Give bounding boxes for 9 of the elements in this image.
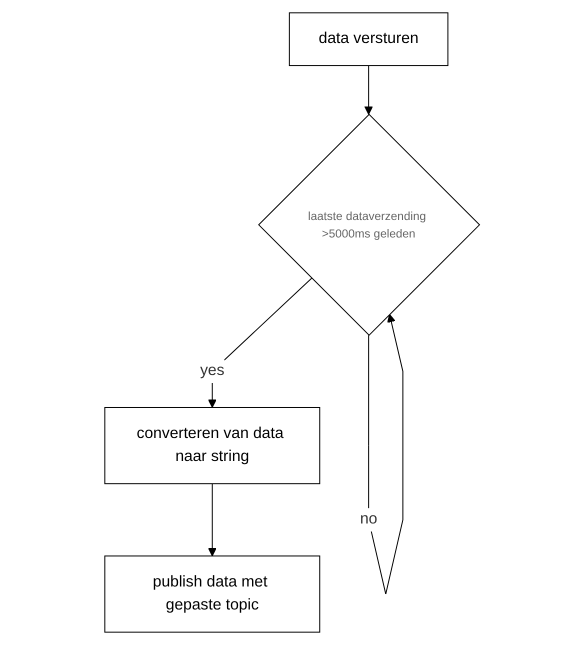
arrow [208,483,217,556]
edge-label: yes [200,362,225,380]
edge-label: no [360,511,378,528]
node-box: converteren van data naar string [104,407,321,484]
node-box: data versturen [289,12,449,66]
node-box: publish data met gepaste topic [104,555,321,633]
arrow [368,314,404,594]
arrow [364,65,374,115]
node-diamond: laatste dataverzending >5000ms geleden [258,114,481,336]
